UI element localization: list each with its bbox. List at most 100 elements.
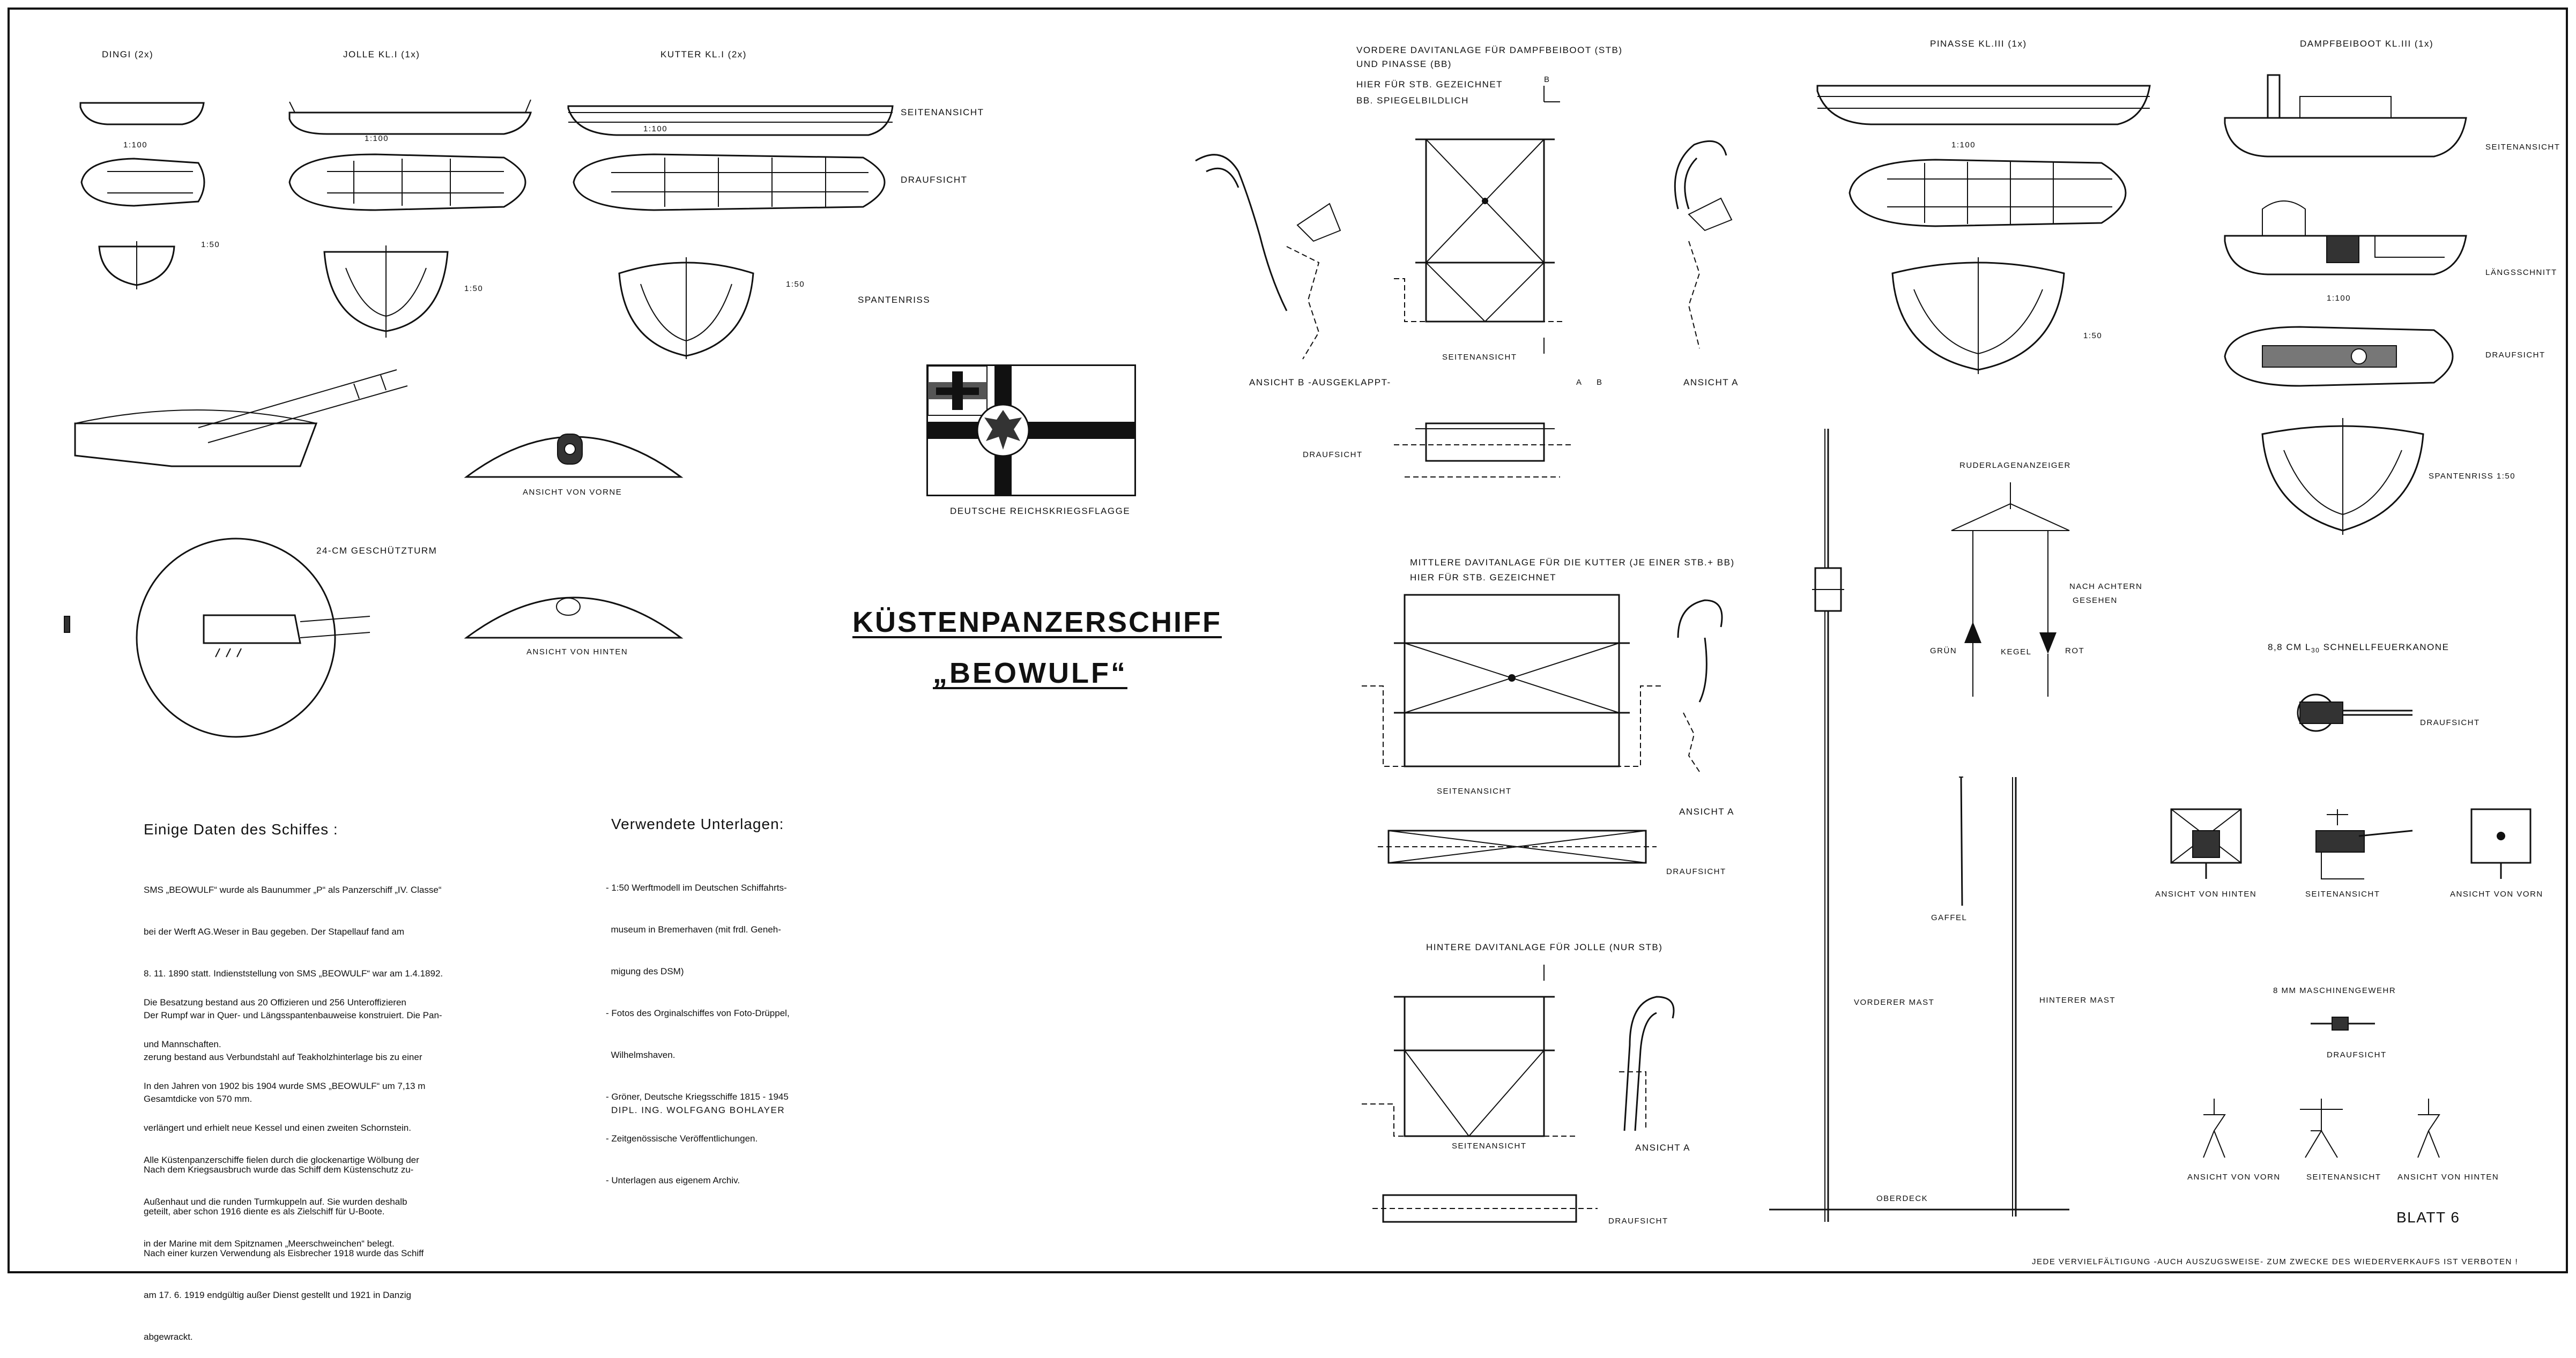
ansicht-a-label-2: ANSICHT A [1679,807,1734,817]
vordere-seitenansicht-label: SEITENANSICHT [1442,353,1517,362]
vordere-davit-line4: BB. SPIEGELBILDLICH [1356,95,1469,106]
source-line: - 1:50 Werftmodell im Deutschen Schiffah… [606,883,787,893]
data-line: zerung bestand aus Verbundstahl auf Teak… [144,1052,422,1062]
data-line: SMS „BEOWULF“ wurde als Baunummer „P“ al… [144,885,442,895]
kanone-title-a: 8,8 CM L [2268,642,2311,652]
kanone-title: 8,8 CM L30 SCHNELLFEUERKANONE [2268,642,2449,654]
source-line: - Zeitgenössische Veröffentlichungen. [606,1133,758,1144]
source-line: migung des DSM) [606,966,684,976]
turret-front-view [461,418,686,488]
main-title: KÜSTENPANZERSCHIFF [852,606,1222,638]
rudder-title: RUDERLAGENANZEIGER [1959,461,2071,470]
rudder-indicator-drawing [1930,482,2102,707]
author-label: DIPL. ING. WOLFGANG BOHLAYER [611,1105,785,1115]
turret-top-view [59,536,424,740]
mittlere-draufsicht-label: DRAUFSICHT [1666,867,1726,876]
reichskriegsflagge [926,364,1136,496]
sources-list: - 1:50 Werftmodell im Deutschen Schiffah… [606,853,790,1202]
boats-seitenansicht-label: SEITENANSICHT [901,107,984,117]
data-line: am 17. 6. 1919 endgültig außer Dienst ge… [144,1290,411,1300]
boats-frame-sections [94,236,898,359]
data-line: Die Besatzung bestand aus 20 Offizieren … [144,997,406,1008]
vordere-davit-side-view [1394,86,1576,354]
mg-ansicht-vorn-label: ANSICHT VON VORN [2187,1173,2281,1182]
main-subtitle: „BEOWULF“ [933,657,1127,689]
kanone-title-sub: 30 [2311,646,2320,654]
boats-side-views [75,80,879,139]
davit-marker-b: B [1597,378,1603,387]
data-line: bei der Werft AG.Weser in Bau gegeben. D… [144,927,405,937]
vordere-davit-title: VORDERE DAVITANLAGE FÜR DAMPFBEIBOOT (ST… [1356,45,1623,55]
data-line: 8. 11. 1890 statt. Indienststellung von … [144,968,443,979]
source-line: Wilhelmshaven. [606,1050,675,1060]
ansicht-b-label: ANSICHT B -AUSGEKLAPPT- [1249,377,1391,387]
hinterer-mast-label: HINTERER MAST [2039,996,2116,1005]
kanone-side-view [2295,804,2418,884]
mg-seitenansicht-label: SEITENANSICHT [2306,1173,2381,1182]
davit-ansicht-a-drawing [1657,134,1748,359]
mg-draufsicht-label: DRAUFSICHT [2327,1050,2387,1059]
vordere-draufsicht-label: DRAUFSICHT [1303,450,1363,459]
dampfbeiboot-seitenansicht-label: SEITENANSICHT [2485,143,2560,152]
data-line: Der Rumpf war in Quer- und Längsspantenb… [144,1010,442,1020]
copyright-notice: JEDE VERVIELFÄLTIGUNG -AUCH AUSZUGSWEISE… [2032,1257,2519,1266]
turret-side-view [64,364,429,472]
turret-rear-view [461,579,686,643]
hintere-davit-ansicht-a [1614,991,1689,1136]
vorderer-mast-drawing [1812,429,1844,1222]
kanone-title-b: SCHNELLFEUERKANONE [2323,642,2449,652]
pinasse-label: PINASSE KL.III (1x) [1930,39,2027,49]
data-line: In den Jahren von 1902 bis 1904 wurde SM… [144,1081,426,1091]
mg-top-view [2305,1008,2380,1040]
data-paragraph-3: Alle Küstenpanzerschiffe fielen durch di… [144,1125,419,1265]
dampfbeiboot-spantenriss-label: SPANTENRISS 1:50 [2429,472,2516,481]
data-paragraph-1: SMS „BEOWULF“ wurde als Baunummer „P“ al… [144,855,443,1120]
dampfbeiboot-draufsicht-label: DRAUFSICHT [2485,350,2545,360]
dampfbeiboot-scale: 1:100 [2327,294,2351,303]
gaffel-drawing [1951,777,1973,916]
kutter-scale-label: 1:100 [643,124,668,133]
gesehen-label: GESEHEN [2073,596,2118,605]
data-line: Nach dem Kriegsausbruch wurde das Schiff… [144,1165,414,1175]
vordere-davit-line2: UND PINASSE (BB) [1356,59,1452,69]
mittlere-davit-title: MITTLERE DAVITANLAGE FÜR DIE KUTTER (JE … [1410,557,1735,568]
vordere-davit-top-view [1394,413,1571,482]
data-line: in der Marine mit dem Spitznamen „Meersc… [144,1238,395,1249]
data-line: und Mannschaften. [144,1039,221,1049]
kanone-top-view [2278,681,2418,745]
jolle-section-scale: 1:50 [464,284,484,293]
dinghy-scale-label: 1:100 [123,140,148,150]
data-heading: Einige Daten des Schiffes : [144,821,338,838]
davit-marker-b-top: B [1544,75,1550,84]
kanone-ansicht-vorn-label: ANSICHT VON VORN [2450,890,2543,899]
pinasse-top-view [1844,155,2155,230]
kutter-label: KUTTER KL.I (2x) [660,49,747,59]
data-line: verlängert und erhielt neue Kessel und e… [144,1123,411,1133]
mittlere-davit-side-view [1362,590,1662,788]
source-line: museum in Bremerhaven (mit frdl. Geneh- [606,924,781,935]
hinterer-mast-drawing [2005,777,2026,1217]
jolle-scale-label: 1:100 [365,134,389,143]
mg-title: 8 MM MASCHINENGEWEHR [2273,986,2396,995]
mittlere-davit-ansicht-a [1667,595,1737,772]
nach-achtern-label: NACH ACHTERN [2069,582,2143,591]
dampfbeiboot-frame-section [2257,413,2429,536]
mittlere-davit-top-view [1378,825,1657,874]
hintere-davit-side-view [1362,965,1587,1147]
data-line: Außenhaut und die runden Turmkuppeln auf… [144,1197,407,1207]
kegel-label: KEGEL [2001,647,2032,656]
oberdeck-label: OBERDECK [1876,1194,1928,1203]
data-line: Nach einer kurzen Verwendung als Eisbrec… [144,1248,424,1258]
flag-caption: DEUTSCHE REICHSKRIEGSFLAGGE [950,506,1131,516]
kanone-front-view [2466,804,2536,884]
boats-draufsicht-label: DRAUFSICHT [901,175,968,185]
hintere-seitenansicht-label: SEITENANSICHT [1452,1141,1527,1151]
data-line: abgewrackt. [144,1332,193,1342]
pinasse-scale: 1:100 [1951,140,1976,150]
boats-top-views [75,150,911,214]
gruen-label: GRÜN [1930,646,1957,655]
data-line: Gesamtdicke von 570 mm. [144,1094,253,1104]
turret-vorne-label: ANSICHT VON VORNE [523,488,622,497]
ansicht-a-label-1: ANSICHT A [1683,377,1739,387]
jolle-label: JOLLE KL.I (1x) [343,49,420,59]
